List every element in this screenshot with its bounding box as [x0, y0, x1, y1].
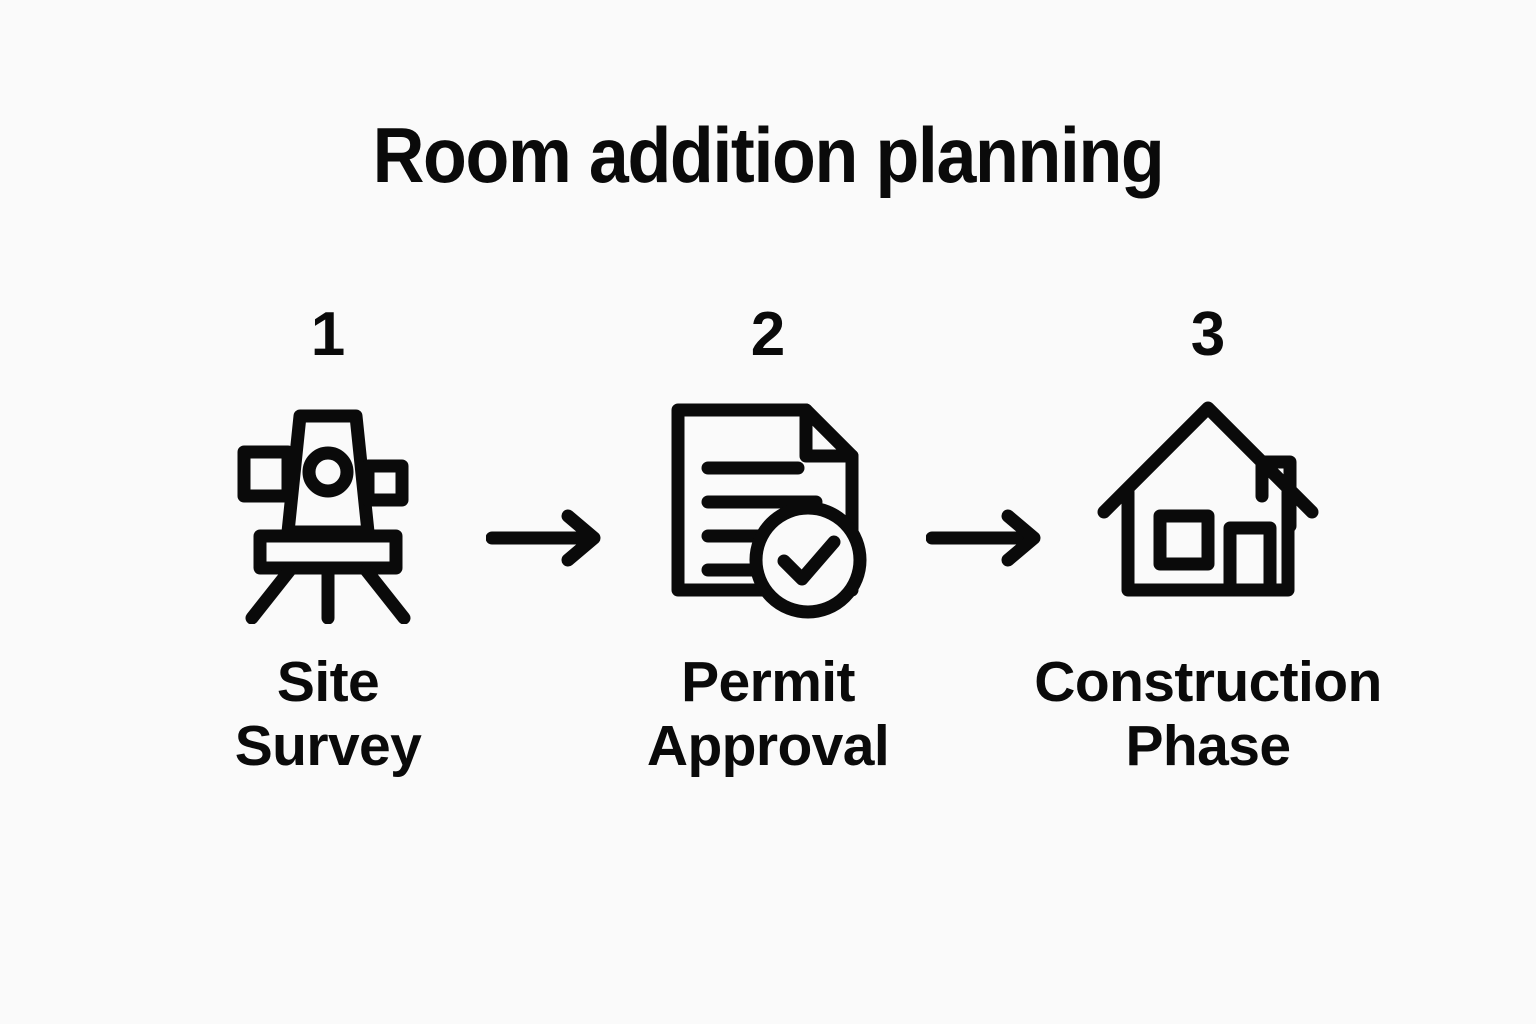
arrow-right-icon-2	[918, 300, 1058, 568]
document-check-icon	[653, 394, 883, 624]
house-icon	[1093, 394, 1323, 624]
step-site-survey[interactable]: 1 Site	[178, 300, 478, 779]
process-flow: 1 Site	[0, 300, 1536, 840]
step-construction-phase[interactable]: 3 Construction Phase	[1034, 300, 1382, 779]
step-label-site-survey: Site Survey	[234, 650, 422, 779]
page-title: Room addition planning	[372, 111, 1165, 199]
step-number-2: 2	[750, 300, 786, 369]
arrow-right-icon-1	[478, 300, 618, 568]
step-number-3: 3	[1190, 300, 1226, 369]
step-number-1: 1	[310, 300, 346, 369]
theodolite-tripod-icon	[213, 394, 443, 624]
step-label-construction-phase: Construction Phase	[1034, 650, 1382, 779]
step-permit-approval[interactable]: 2 Permit Approval	[618, 300, 918, 779]
step-label-permit-approval: Permit Approval	[646, 650, 890, 779]
